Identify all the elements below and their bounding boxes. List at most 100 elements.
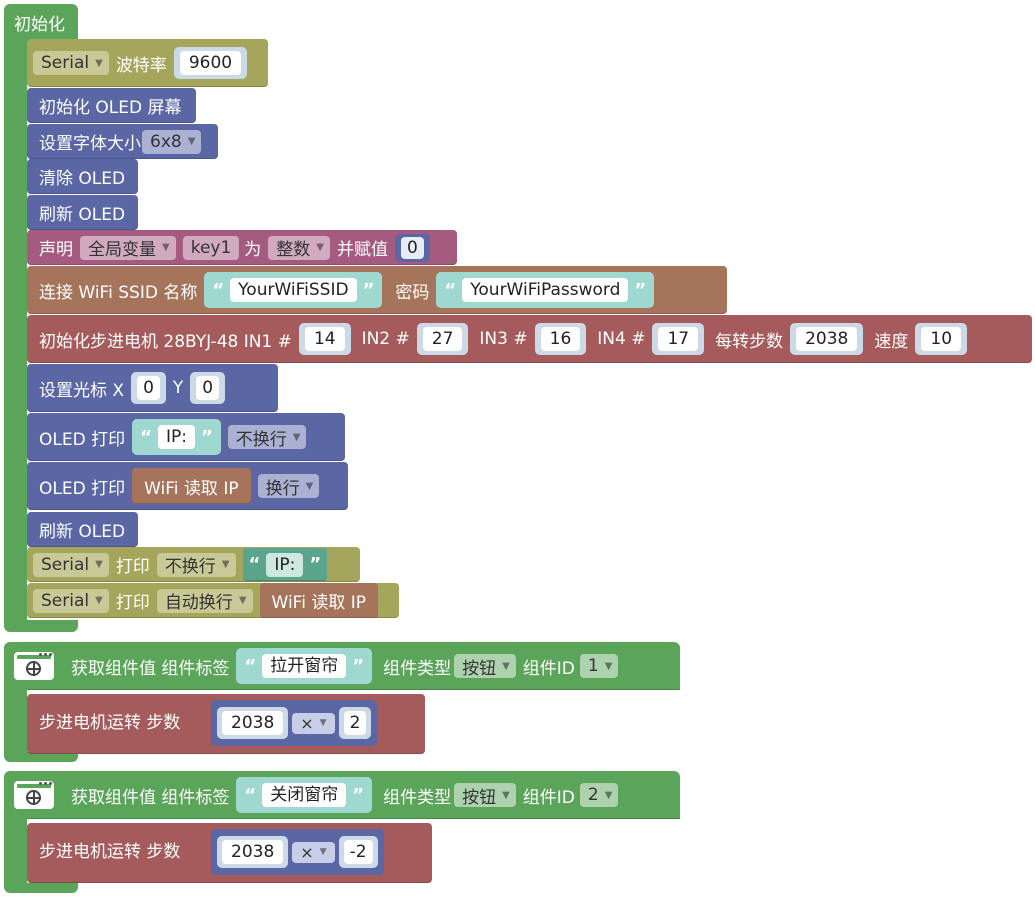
serial-port-dropdown[interactable]: Serial▼ <box>33 51 109 75</box>
in3-label: IN3 # <box>479 329 528 349</box>
steps-b-field[interactable]: 2 <box>343 711 367 735</box>
in4-socket[interactable]: 17 <box>652 323 705 355</box>
variable-name-field[interactable]: key1 <box>182 235 240 260</box>
setup-hat-block[interactable]: 初始化 <box>4 4 78 42</box>
scope-dropdown[interactable]: 全局变量▼ <box>80 235 176 260</box>
initial-value-field[interactable]: 0 <box>400 236 424 259</box>
steps-a-socket[interactable]: 2038 <box>217 707 289 739</box>
steps-b-field[interactable]: -2 <box>343 840 373 864</box>
wifi-read-ip-block[interactable]: WiFi 读取 IP <box>259 583 379 618</box>
stepper-run-block-open[interactable]: 步进电机运转 步数 2038 ×▼ 2 <box>27 694 425 754</box>
steps-b-socket[interactable]: -2 <box>338 836 378 868</box>
multiply-expression[interactable]: 2038 ×▼ -2 <box>211 829 384 875</box>
serial-newline-dropdown[interactable]: 自动换行▼ <box>156 588 253 613</box>
password-field[interactable]: YourWiFiPassword <box>462 278 629 302</box>
handler-open-footer <box>4 752 78 762</box>
component-type-dropdown[interactable]: 按钮▼ <box>454 654 516 679</box>
serial-newline-dropdown[interactable]: 不换行▼ <box>156 552 236 577</box>
password-socket[interactable]: “ YourWiFiPassword ” <box>436 272 655 308</box>
cursor-x-field[interactable]: 0 <box>137 376 160 400</box>
serial-print-ip-block[interactable]: Serial▼ 打印 自动换行▼ WiFi 读取 IP <box>27 583 399 618</box>
steps-a-field[interactable]: 2038 <box>222 840 284 864</box>
operator-dropdown[interactable]: ×▼ <box>292 841 335 863</box>
serial-print-text-field[interactable]: IP: <box>266 552 304 577</box>
font-size-dropdown[interactable]: 6x8▼ <box>142 129 202 154</box>
component-id-label: 组件ID <box>522 658 575 679</box>
component-tag-socket[interactable]: “ 关闭窗帘 ” <box>236 777 373 813</box>
oled-print-text-block[interactable]: OLED 打印 “ IP: ” 不换行▼ <box>27 413 345 461</box>
in1-field[interactable]: 14 <box>304 327 345 351</box>
oled-clear-block[interactable]: 清除 OLED <box>27 159 138 194</box>
serial-baud-block[interactable]: Serial▼ 波特率 9600 <box>27 39 268 87</box>
in3-field[interactable]: 16 <box>540 327 581 351</box>
in2-socket[interactable]: 27 <box>416 323 469 355</box>
baud-value-socket[interactable]: 9600 <box>173 47 248 79</box>
steps-per-rev-label: 每转步数 <box>715 331 784 352</box>
wifi-read-ip-block[interactable]: WiFi 读取 IP <box>132 468 251 504</box>
baud-value-field[interactable]: 9600 <box>179 51 242 75</box>
cursor-y-label: Y <box>172 378 184 398</box>
component-tag-field[interactable]: 关闭窗帘 <box>262 783 347 807</box>
set-cursor-block[interactable]: 设置光标 X 0 Y 0 <box>27 364 278 412</box>
type-dropdown[interactable]: 整数▼ <box>268 235 330 260</box>
cursor-x-label: 设置光标 X <box>39 380 125 401</box>
component-value-handler-open[interactable]: 获取组件值 组件标签 “ 拉开窗帘 ” 组件类型 按钮▼ 组件ID 1▼ <box>4 642 680 690</box>
stepper-run-block-close[interactable]: 步进电机运转 步数 2038 ×▼ -2 <box>27 823 432 883</box>
serial-port-dropdown[interactable]: Serial▼ <box>33 588 109 613</box>
initial-value-socket[interactable]: 0 <box>394 233 430 262</box>
component-tag-field[interactable]: 拉开窗帘 <box>262 654 347 678</box>
cursor-y-socket[interactable]: 0 <box>190 372 226 404</box>
handler-close-footer <box>4 883 78 893</box>
oled-init-block[interactable]: 初始化 OLED 屏幕 <box>27 88 196 123</box>
oled-refresh-block[interactable]: 刷新 OLED <box>27 512 138 547</box>
chevron-down-icon: ▼ <box>305 480 314 492</box>
in1-socket[interactable]: 14 <box>298 323 351 355</box>
serial-port-dropdown[interactable]: Serial▼ <box>33 552 109 577</box>
ssid-socket[interactable]: “ YourWiFiSSID ” <box>204 272 383 308</box>
component-tag-socket[interactable]: “ 拉开窗帘 ” <box>236 648 373 684</box>
chevron-down-icon: ▼ <box>187 136 196 147</box>
wifi-connect-block[interactable]: 连接 WiFi SSID 名称 “ YourWiFiSSID ” 密码 “ Yo… <box>27 266 727 314</box>
oled-refresh-block[interactable]: 刷新 OLED <box>27 195 138 230</box>
component-type-label: 组件类型 <box>383 787 452 808</box>
oled-print-text-socket[interactable]: “ IP: ” <box>132 419 221 455</box>
serial-print-label: 打印 <box>115 557 150 577</box>
operator-dropdown[interactable]: ×▼ <box>292 712 335 734</box>
speed-field[interactable]: 10 <box>921 327 962 351</box>
oled-print-ip-block[interactable]: OLED 打印 WiFi 读取 IP 换行▼ <box>27 462 348 510</box>
in2-field[interactable]: 27 <box>422 327 463 351</box>
serial-print-text-block[interactable]: Serial▼ 打印 不换行▼ “ IP: ” <box>27 547 360 582</box>
chevron-down-icon: ▼ <box>604 789 613 801</box>
stepper-run-label: 步进电机运转 步数 <box>39 842 181 862</box>
component-value-handler-close[interactable]: 获取组件值 组件标签 “ 关闭窗帘 ” 组件类型 按钮▼ 组件ID 2▼ <box>4 771 680 819</box>
in3-socket[interactable]: 16 <box>534 323 587 355</box>
steps-per-rev-socket[interactable]: 2038 <box>790 323 864 355</box>
in4-field[interactable]: 17 <box>658 327 699 351</box>
speed-socket[interactable]: 10 <box>915 323 968 355</box>
component-type-dropdown[interactable]: 按钮▼ <box>454 783 516 808</box>
handler-open-spine <box>4 688 27 756</box>
newline-mode-dropdown[interactable]: 换行▼ <box>257 474 320 499</box>
component-id-dropdown[interactable]: 1▼ <box>579 654 619 678</box>
steps-a-socket[interactable]: 2038 <box>217 836 289 868</box>
ssid-field[interactable]: YourWiFiSSID <box>230 278 357 302</box>
steps-per-rev-field[interactable]: 2038 <box>796 327 858 351</box>
component-id-dropdown[interactable]: 2▼ <box>579 783 619 807</box>
text-literal-block[interactable]: “ IP: ” <box>242 548 328 581</box>
chevron-down-icon: ▼ <box>502 789 510 801</box>
steps-b-socket[interactable]: 2 <box>338 707 372 739</box>
chevron-down-icon: ▼ <box>319 718 327 728</box>
font-size-block[interactable]: 设置字体大小 6x8▼ <box>27 124 218 159</box>
web-globe-icon <box>14 652 54 680</box>
declare-variable-block[interactable]: 声明 全局变量▼ key1 为 整数▼ 并赋值 0 <box>27 230 457 265</box>
stepper-init-block[interactable]: 初始化步进电机 28BYJ-48 IN1 # 14 IN2 # 27 IN3 #… <box>27 315 1032 363</box>
multiply-expression[interactable]: 2038 ×▼ 2 <box>211 700 378 746</box>
handler-label: 获取组件值 组件标签 <box>71 658 230 679</box>
cursor-x-socket[interactable]: 0 <box>131 372 166 404</box>
close-quote-icon: ” <box>200 426 213 448</box>
oled-print-text-field[interactable]: IP: <box>157 425 195 449</box>
steps-a-field[interactable]: 2038 <box>222 711 284 735</box>
cursor-y-field[interactable]: 0 <box>196 376 220 400</box>
close-quote-icon: ” <box>309 554 322 575</box>
newline-mode-dropdown[interactable]: 不换行▼ <box>227 425 307 450</box>
